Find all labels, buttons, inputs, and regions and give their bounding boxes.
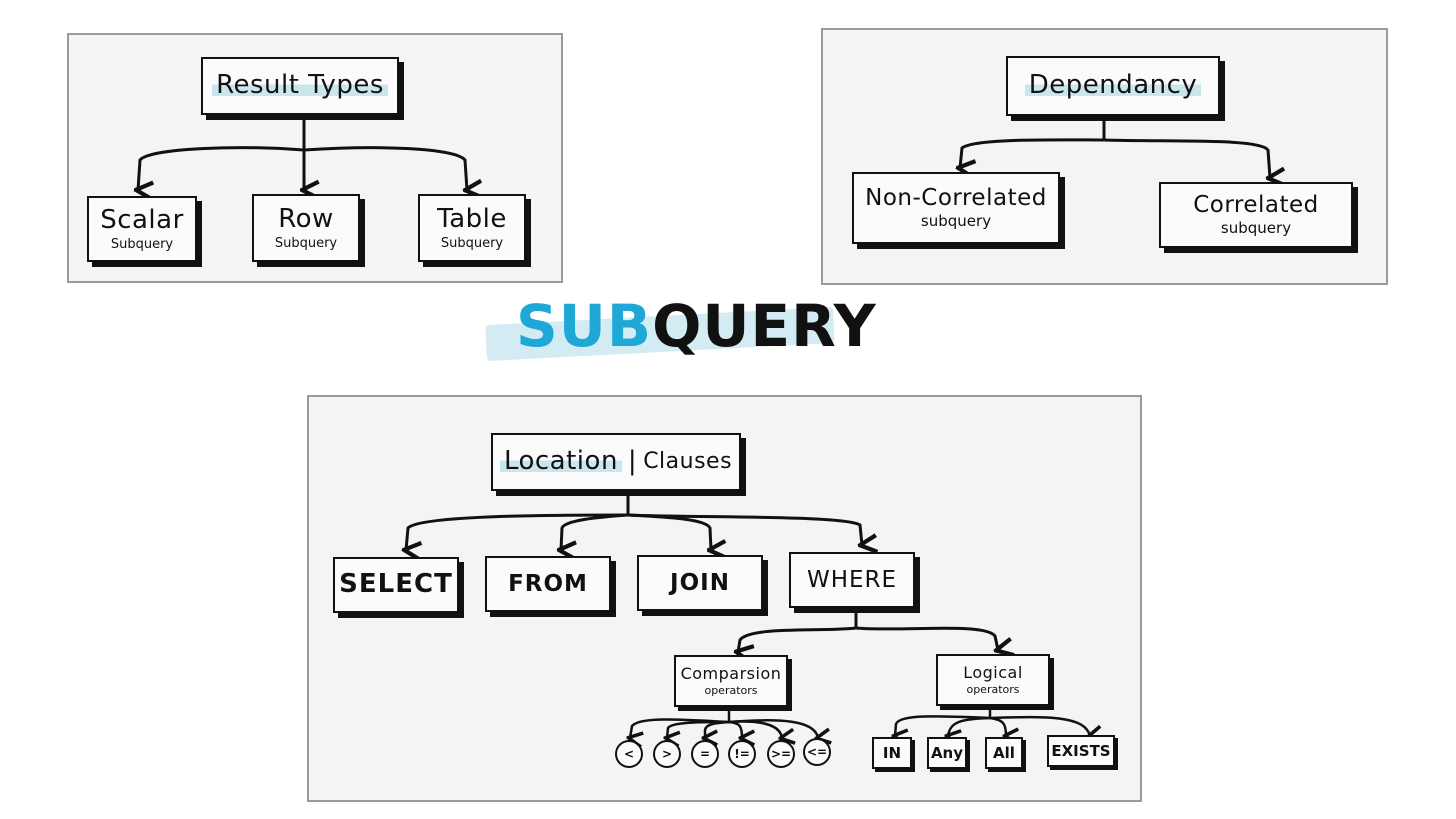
scalar-label: Scalar xyxy=(100,204,184,235)
logical-label: Logical xyxy=(963,662,1023,682)
operator-not-equal: != xyxy=(728,740,756,768)
row-sublabel: Subquery xyxy=(274,235,338,251)
result-types-node: Result Types xyxy=(201,57,399,115)
operator-exists: EXISTS xyxy=(1047,735,1115,767)
result-types-label: Result Types xyxy=(212,72,388,100)
comparison-label: Comparsion xyxy=(680,663,782,683)
operator-greater-equal: >= xyxy=(767,740,795,768)
where-label: WHERE xyxy=(806,566,898,593)
table-label: Table xyxy=(437,203,507,234)
scalar-subquery-node: Scalar Subquery xyxy=(87,196,197,262)
row-subquery-node: Row Subquery xyxy=(252,194,360,262)
join-clause-node: JOIN xyxy=(637,555,763,611)
row-label: Row xyxy=(278,203,334,234)
subquery-title: SUBQUERY xyxy=(485,288,876,368)
comparison-operators-node: Comparsion operators xyxy=(674,655,788,707)
title-part-query: QUERY xyxy=(652,292,877,360)
dependancy-node: Dependancy xyxy=(1006,56,1220,116)
correlated-sublabel: subquery xyxy=(1220,219,1292,238)
scalar-sublabel: Subquery xyxy=(110,236,174,252)
title-part-sub: SUB xyxy=(516,292,653,360)
location-label: Location xyxy=(499,448,622,476)
from-label: FROM xyxy=(508,570,588,597)
operator-equal: = xyxy=(691,740,719,768)
join-label: JOIN xyxy=(670,569,730,596)
location-divider: | xyxy=(627,446,638,477)
table-subquery-node: Table Subquery xyxy=(418,194,526,262)
where-clause-node: WHERE xyxy=(789,552,915,608)
non-correlated-sublabel: subquery xyxy=(920,212,992,231)
correlated-label: Correlated xyxy=(1193,192,1319,219)
non-correlated-label: Non-Correlated xyxy=(865,185,1047,212)
operator-all: All xyxy=(985,737,1023,769)
comparison-sublabel: operators xyxy=(704,683,758,697)
select-label: SELECT xyxy=(339,569,453,600)
correlated-node: Correlated subquery xyxy=(1159,182,1353,248)
logical-operators-node: Logical operators xyxy=(936,654,1050,706)
location-clauses-node: Location | Clauses xyxy=(491,433,741,491)
clauses-label: Clauses xyxy=(643,449,733,475)
operator-in: IN xyxy=(872,737,912,769)
dependancy-label: Dependancy xyxy=(1024,72,1202,100)
select-clause-node: SELECT xyxy=(333,557,459,613)
logical-sublabel: operators xyxy=(966,682,1020,696)
table-sublabel: Subquery xyxy=(440,235,504,251)
operator-less-than: < xyxy=(615,740,643,768)
operator-less-equal: <= xyxy=(803,738,831,766)
operator-any: Any xyxy=(927,737,967,769)
operator-greater-than: > xyxy=(653,740,681,768)
non-correlated-node: Non-Correlated subquery xyxy=(852,172,1060,244)
from-clause-node: FROM xyxy=(485,556,611,612)
